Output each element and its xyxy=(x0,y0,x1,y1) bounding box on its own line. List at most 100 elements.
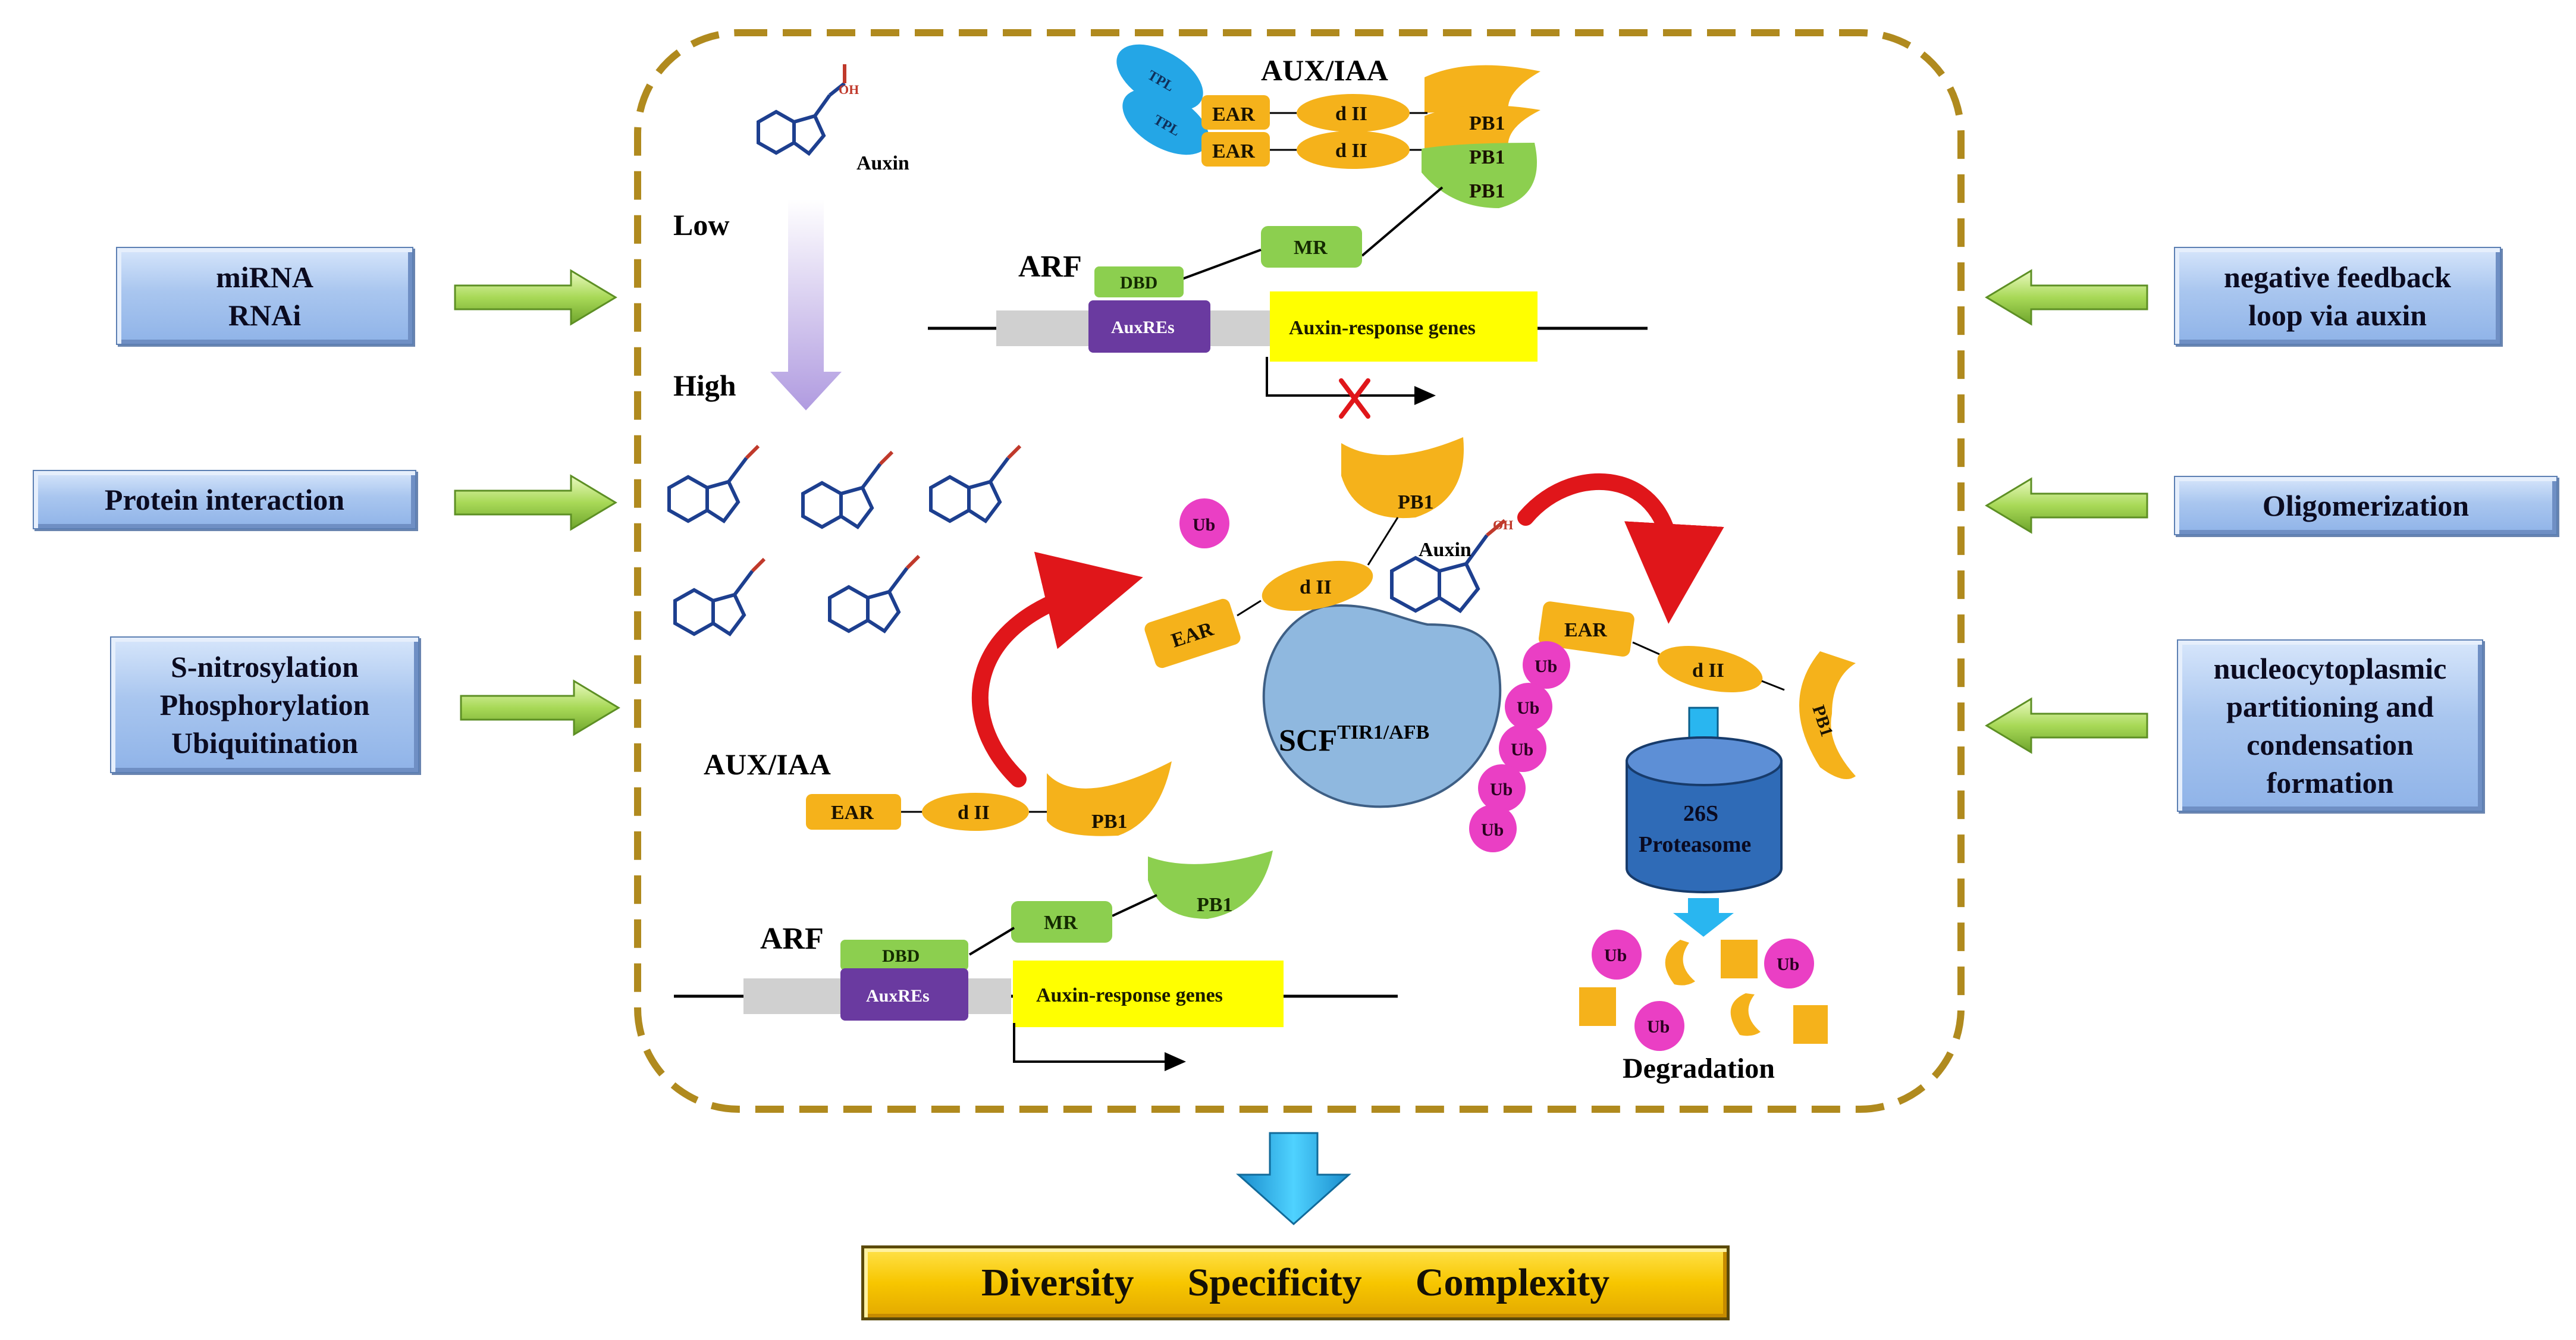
scf-complex xyxy=(1262,604,1502,808)
pb1-domain-left xyxy=(1047,761,1172,836)
factor-text-negative-feedback-1: negative feedback xyxy=(2224,260,2451,294)
d2-label-top-1: d II xyxy=(1335,103,1367,125)
auxin-bound xyxy=(1390,519,1506,613)
factor-text-negative-feedback-2: loop via auxin xyxy=(2248,298,2427,332)
factor-box-negative-feedback: negative feedback loop via auxin xyxy=(2174,247,2501,345)
d2-label-top-2: d II xyxy=(1335,140,1367,162)
pb1-domain-ub xyxy=(1799,651,1856,779)
ub-single-label: Ub xyxy=(1193,515,1215,535)
degradation-fragments xyxy=(1579,930,1828,1051)
ub-frag-label-1: Ub xyxy=(1604,946,1627,965)
outcome-banner: Diversity Specificity Complexity xyxy=(861,1245,1730,1320)
genes-box-top xyxy=(1270,291,1538,362)
factor-text-nucleocytoplasmic-4: formation xyxy=(2266,766,2394,799)
factor-text-ubiquitination: Ubiquitination xyxy=(171,726,358,760)
mr-domain-bottom xyxy=(1011,901,1112,943)
transcription-blocked-icon xyxy=(1339,378,1370,419)
factor-text-protein-interaction: Protein interaction xyxy=(104,483,345,516)
auxres-label-top: AuxREs xyxy=(1111,318,1175,337)
ub-chain-label-2: Ub xyxy=(1517,698,1539,718)
outcome-arrow xyxy=(1236,1132,1351,1226)
ub-chain-label-5: Ub xyxy=(1481,820,1504,840)
tpl-proteins xyxy=(1116,44,1209,155)
auxin-label-top: Auxin xyxy=(856,152,909,174)
factor-text-nucleocytoplasmic-1: nucleocytoplasmic xyxy=(2213,652,2447,685)
ear-label-top-1: EAR xyxy=(1212,103,1255,125)
red-arrow-right xyxy=(1517,473,1724,624)
ub-chain-label-3: Ub xyxy=(1511,740,1533,760)
outcome-diversity: Diversity xyxy=(981,1261,1134,1304)
factor-box-oligomerization: Oligomerization xyxy=(2174,476,2558,535)
ub-frag-label-2: Ub xyxy=(1777,955,1799,974)
factor-text-oligomerization: Oligomerization xyxy=(2262,489,2470,522)
auxin-cluster xyxy=(667,444,1022,637)
factor-box-nucleocytoplasmic: nucleocytoplasmic partitioning and conde… xyxy=(2177,639,2483,812)
ear-label-top-2: EAR xyxy=(1212,140,1255,162)
pb1-domain-scf xyxy=(1341,437,1464,519)
aux-iaa-label-top: AUX/IAA xyxy=(1261,54,1388,87)
factor-text-rnai: RNAi xyxy=(228,298,302,332)
genes-box-bottom xyxy=(1013,961,1284,1027)
mr-label-bottom: MR xyxy=(1044,912,1078,934)
ear-domain-ub xyxy=(1539,601,1634,657)
ear-domain-scf xyxy=(1144,598,1241,669)
proteasome xyxy=(1626,736,1783,893)
auxres-top xyxy=(1088,300,1210,353)
auxin-oh-scf: OH xyxy=(1493,517,1513,532)
factor-text-mirna: miRNA xyxy=(216,260,313,294)
pb1-label-bottom: PB1 xyxy=(1197,894,1232,916)
pb1-label-top-3: PB1 xyxy=(1469,180,1505,202)
proteasome-label-2: Proteasome xyxy=(1639,832,1751,857)
top-aux-iaa-domains xyxy=(1201,65,1540,169)
proteasome-label-1: 26S xyxy=(1683,801,1718,826)
factor-text-s-nitrosylation: S-nitrosylation xyxy=(171,650,359,683)
ub-single xyxy=(1179,498,1229,548)
factor-text-phosphorylation: Phosphorylation xyxy=(159,688,370,721)
dbd-label-bottom: DBD xyxy=(882,946,920,966)
ub-frag-label-3: Ub xyxy=(1647,1017,1670,1037)
outcome-specificity: Specificity xyxy=(1187,1261,1362,1304)
factor-box-mirna: miRNA RNAi xyxy=(116,247,413,345)
degradation-label: Degradation xyxy=(1623,1053,1775,1084)
mr-label-top: MR xyxy=(1294,237,1328,259)
d2-domain-scf xyxy=(1262,560,1373,611)
dbd-domain-top xyxy=(1094,266,1184,297)
pb1-label-scf: PB1 xyxy=(1398,491,1433,513)
factor-text-nucleocytoplasmic-2: partitioning and xyxy=(2226,690,2434,723)
auxres-bottom xyxy=(840,968,968,1021)
arf-label-top: ARF xyxy=(1018,250,1082,284)
auxin-label-scf: Auxin xyxy=(1419,539,1471,561)
factor-box-ptm: S-nitrosylation Phosphorylation Ubiquiti… xyxy=(110,636,419,773)
ear-domain-left xyxy=(806,794,901,830)
aux-iaa-label-left: AUX/IAA xyxy=(704,748,831,781)
high-label: High xyxy=(673,369,736,402)
mr-domain-top xyxy=(1261,226,1362,268)
ub-chain xyxy=(1469,641,1570,852)
auxin-oh-label: OH xyxy=(839,82,859,97)
genes-label-bottom: Auxin-response genes xyxy=(1036,984,1223,1006)
outcome-complexity: Complexity xyxy=(1415,1261,1610,1304)
scf-label: SCFTIR1/AFB xyxy=(1279,721,1429,758)
d2-label-left: d II xyxy=(958,802,990,824)
factor-text-nucleocytoplasmic-3: condensation xyxy=(2246,728,2414,761)
factor-box-protein-interaction: Protein interaction xyxy=(33,470,416,529)
ub-chain-label-1: Ub xyxy=(1535,657,1557,676)
degradation-arrow xyxy=(1673,898,1734,937)
red-arrow-left xyxy=(971,551,1143,787)
pb1-label-left: PB1 xyxy=(1091,811,1127,833)
ear-label-ub: EAR xyxy=(1564,619,1607,641)
ub-chain-label-4: Ub xyxy=(1490,780,1513,799)
dbd-domain-bottom xyxy=(840,940,968,971)
low-label: Low xyxy=(673,208,729,241)
d2-label-ub: d II xyxy=(1692,660,1724,682)
auxres-label-bottom: AuxREs xyxy=(866,986,930,1006)
arf-pb1-top xyxy=(1422,143,1537,208)
genes-label-top: Auxin-response genes xyxy=(1289,317,1476,339)
pb1-label-top-1: PB1 xyxy=(1469,112,1505,134)
arf-label-bottom: ARF xyxy=(760,922,824,956)
arf-pb1-bottom xyxy=(1148,851,1273,919)
concentration-arrow xyxy=(770,199,842,410)
cell-boundary xyxy=(634,29,1965,1113)
auxin-single xyxy=(757,64,846,156)
